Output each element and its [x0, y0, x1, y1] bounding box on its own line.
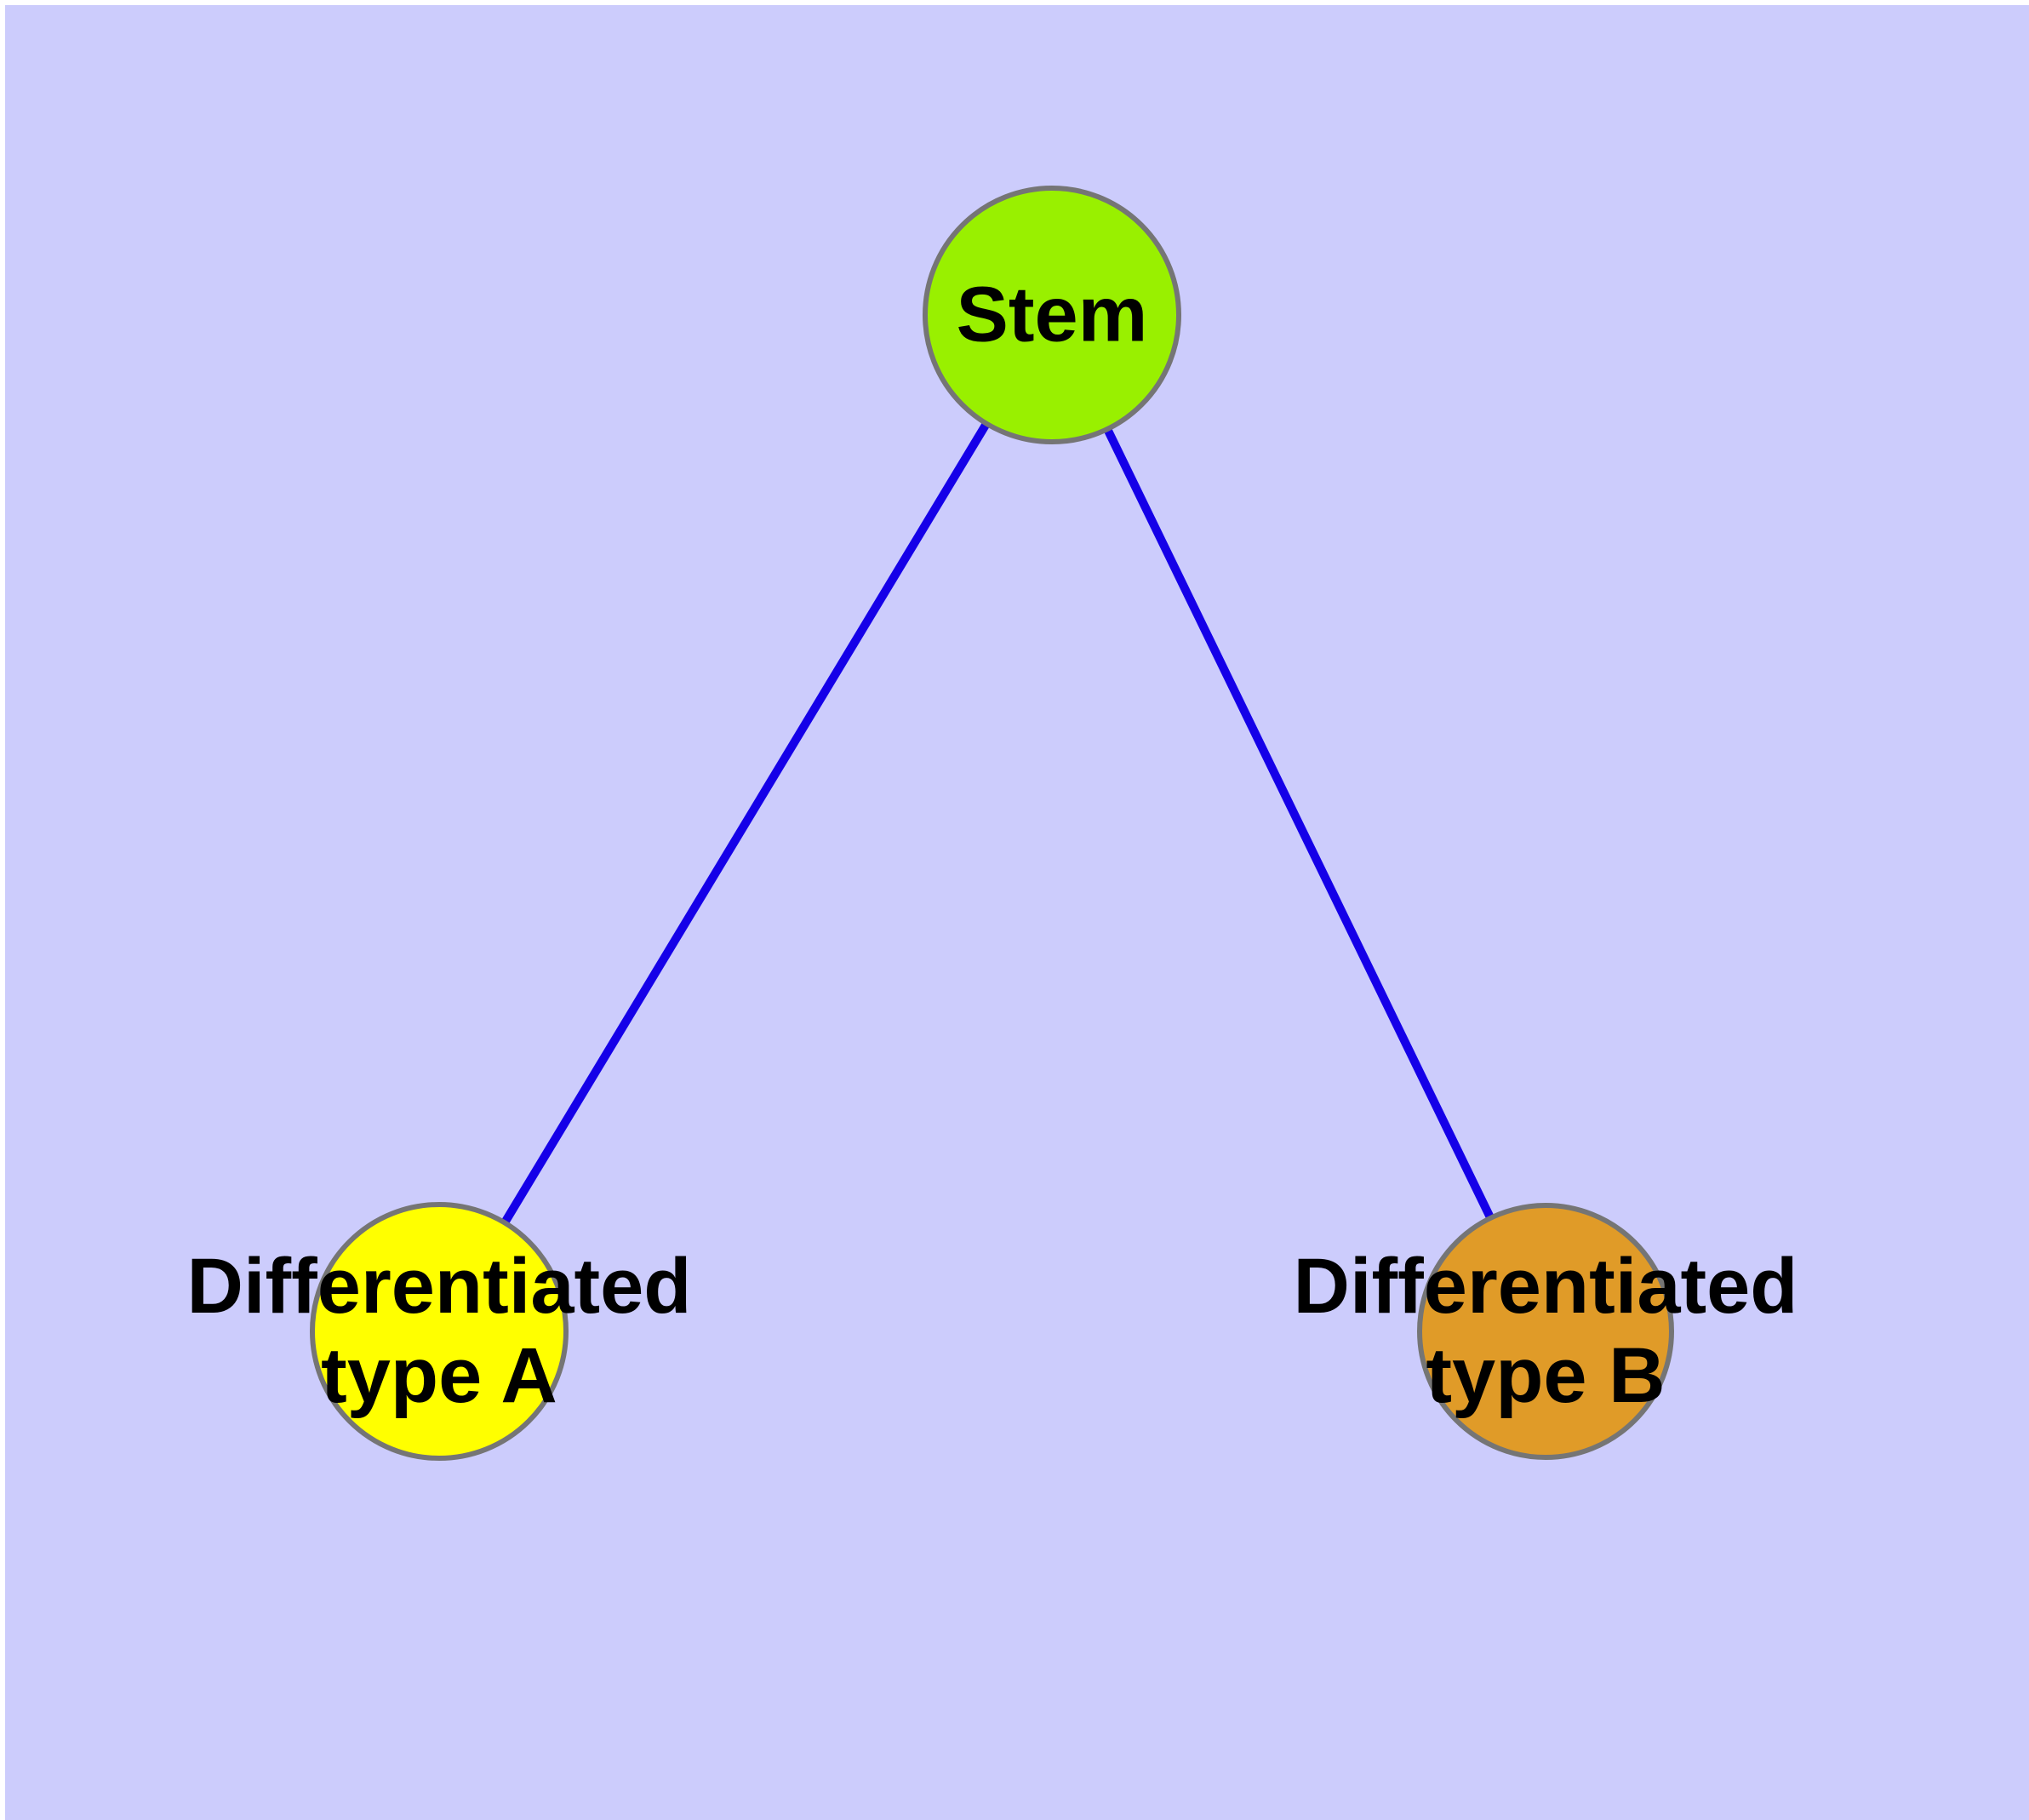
- node-stem-label: Stem: [956, 271, 1148, 358]
- node-differentiated-type-a[interactable]: [310, 1202, 569, 1461]
- node-stem[interactable]: Stem: [923, 186, 1181, 444]
- node-differentiated-type-b[interactable]: [1417, 1203, 1674, 1460]
- node-layer: Stem Differentiated type A Differentiate…: [5, 5, 2029, 1820]
- edge-stem-to-differentiated-type-b: [1048, 312, 1550, 1334]
- diagram-plot-area: Stem Differentiated type A Differentiate…: [5, 5, 2029, 1820]
- edge-layer: [435, 312, 1550, 1334]
- edge-stem-to-differentiated-type-a: [435, 312, 1056, 1334]
